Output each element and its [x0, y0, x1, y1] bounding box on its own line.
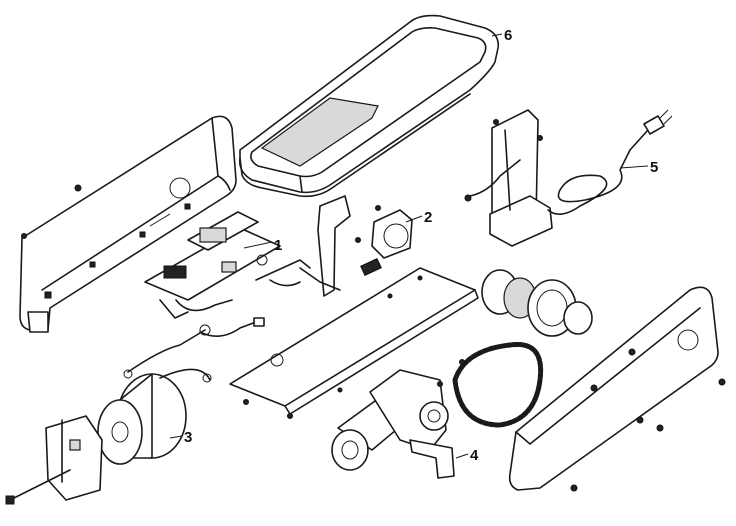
cover-part — [238, 14, 500, 198]
drive-chain — [452, 341, 544, 428]
leader-lines — [169, 33, 649, 459]
power-cord-part — [464, 109, 673, 247]
bracket-bolt-part — [5, 415, 103, 505]
motor-drum-part — [97, 368, 212, 465]
right-side-panel — [508, 286, 726, 492]
left-side-panel — [19, 115, 237, 333]
gear-motor-part — [331, 359, 465, 479]
callouts: 1 2 3 4 5 6 — [184, 27, 658, 464]
circuit-board-part — [123, 211, 311, 379]
callout-4: 4 — [470, 447, 479, 464]
limit-switch-part — [299, 195, 413, 297]
callout-2: 2 — [424, 209, 432, 226]
mounting-plate — [229, 267, 479, 419]
callout-6: 6 — [504, 27, 512, 44]
sprocket-shaft-part — [481, 269, 593, 337]
callout-3: 3 — [184, 429, 192, 446]
callout-5: 5 — [650, 159, 658, 176]
callout-1: 1 — [274, 237, 282, 254]
